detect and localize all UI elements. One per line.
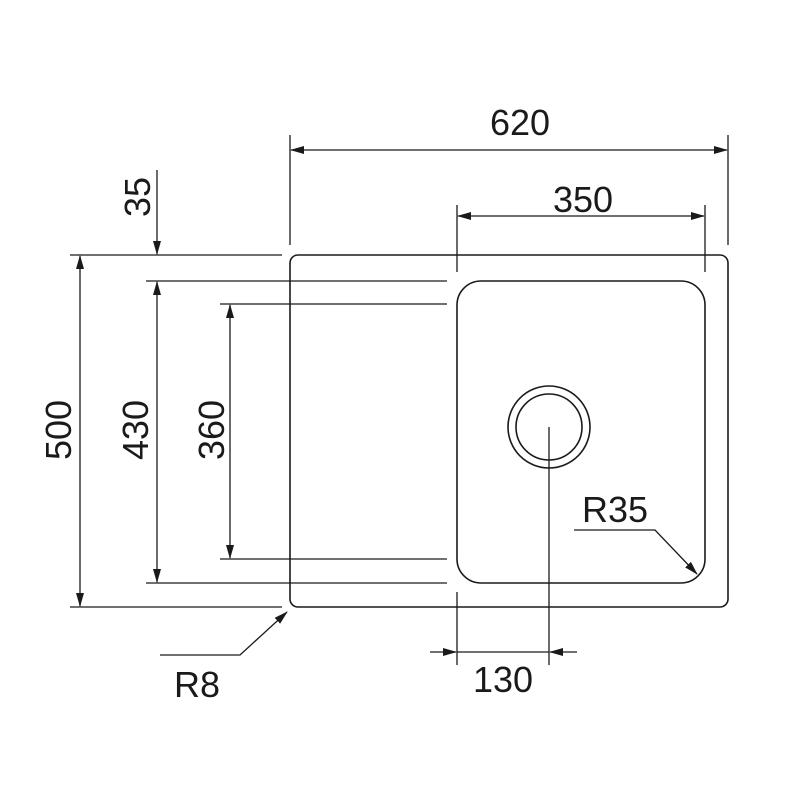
label-r35: R35 bbox=[582, 489, 648, 530]
label-500: 500 bbox=[38, 400, 79, 460]
label-430: 430 bbox=[115, 400, 156, 460]
bowl-outline bbox=[456, 280, 706, 584]
dim-corner-radius: R8 bbox=[160, 611, 288, 705]
dim-overall-depth: 500 bbox=[38, 255, 84, 607]
dim-bowl-depth: 430 bbox=[115, 281, 161, 583]
dim-overall-width: 620 bbox=[290, 102, 728, 154]
dim-drain-offset: 130 bbox=[430, 648, 577, 700]
sink-outline bbox=[289, 254, 729, 608]
label-620: 620 bbox=[490, 102, 550, 143]
label-350: 350 bbox=[553, 179, 613, 220]
label-r8: R8 bbox=[174, 664, 220, 705]
dim-bowl-radius: R35 bbox=[574, 489, 698, 575]
extension-lines bbox=[70, 135, 729, 665]
dim-top-offset: 35 bbox=[117, 170, 161, 255]
label-360: 360 bbox=[191, 400, 232, 460]
dim-bowl-width: 350 bbox=[457, 179, 705, 220]
label-130: 130 bbox=[473, 659, 533, 700]
label-35: 35 bbox=[117, 177, 158, 217]
dim-drainboard-depth: 360 bbox=[191, 304, 234, 559]
